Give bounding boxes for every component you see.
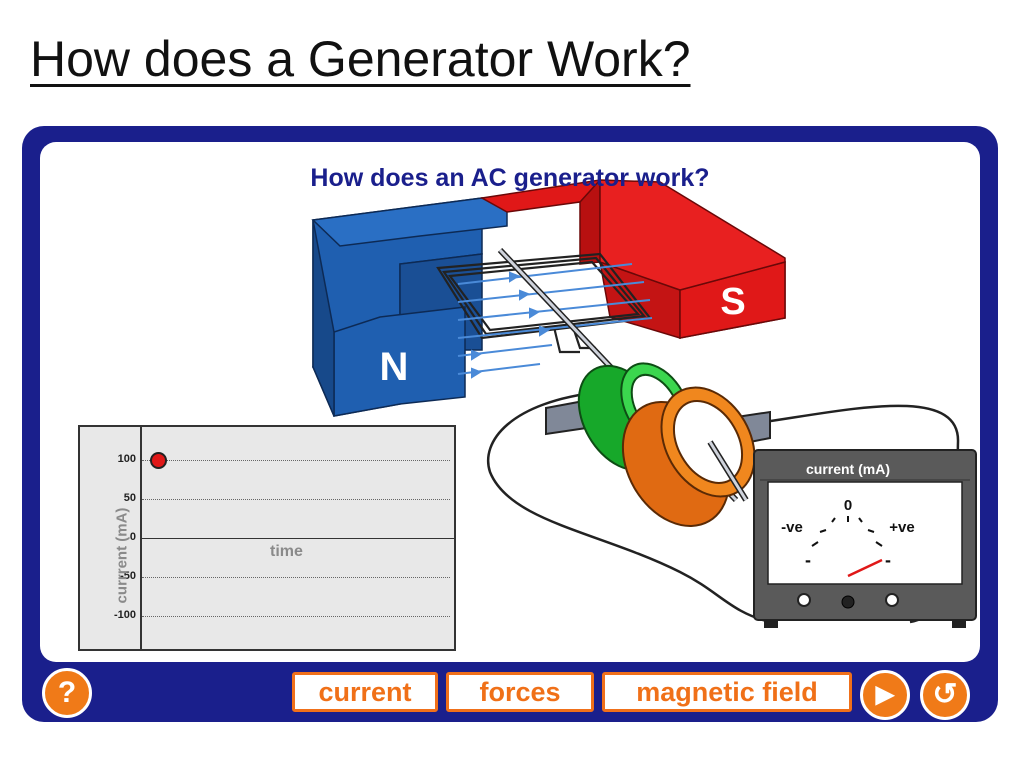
meter-title: current (mA) — [806, 461, 890, 477]
graph-y-axis — [140, 427, 142, 649]
graph-x-label: time — [270, 543, 303, 560]
gridline-minus-50 — [142, 577, 450, 578]
gridline-minus-100 — [142, 616, 450, 617]
help-button[interactable]: ? — [42, 668, 92, 718]
meter-terminal-right — [885, 593, 899, 607]
current-button[interactable]: current — [292, 672, 438, 712]
tick-label: 50 — [123, 492, 136, 504]
slide-title: How does a Generator Work? — [30, 31, 691, 87]
gridline-50 — [142, 499, 450, 500]
meter-terminal-center — [841, 595, 855, 609]
magnetic-field-button[interactable]: magnetic field — [602, 672, 852, 712]
tick-label: -50 — [120, 570, 136, 582]
north-magnet: N — [311, 197, 508, 417]
current-meter: current (mA) 0 -ve +ve - - — [753, 449, 977, 628]
generator-illustration: N S — [311, 178, 977, 628]
tick-label: -100 — [113, 609, 136, 621]
simulation-title: How does an AC generator work? — [310, 164, 710, 192]
play-button[interactable]: ▶ — [860, 670, 910, 720]
current-graph: 100 50 0 -50 -100 currrent (mA) time — [78, 425, 456, 651]
simulation-panel: N S — [40, 142, 980, 662]
simulation-frame: N S — [22, 126, 998, 722]
wire-left — [486, 390, 771, 624]
tick-label: 0 — [129, 531, 136, 543]
meter-minus-sign: - — [805, 550, 811, 570]
meter-pos-label: +ve — [889, 519, 914, 536]
field-lines — [457, 263, 653, 379]
graph-x-axis — [142, 538, 454, 539]
north-label: N — [380, 345, 409, 389]
gridline-100 — [142, 460, 450, 461]
reset-button[interactable]: ↺ — [920, 670, 970, 720]
south-label: S — [720, 281, 745, 323]
graph-y-label: currrent (mA) — [113, 507, 131, 604]
tick-label: 100 — [117, 453, 136, 465]
meter-needle — [847, 558, 883, 578]
meter-plus-sign: - — [885, 550, 891, 570]
meter-zero-label: 0 — [844, 497, 852, 514]
meter-neg-label: -ve — [781, 519, 803, 536]
graph-current-point — [150, 452, 167, 469]
forces-button[interactable]: forces — [446, 672, 594, 712]
meter-terminal-left — [797, 593, 811, 607]
